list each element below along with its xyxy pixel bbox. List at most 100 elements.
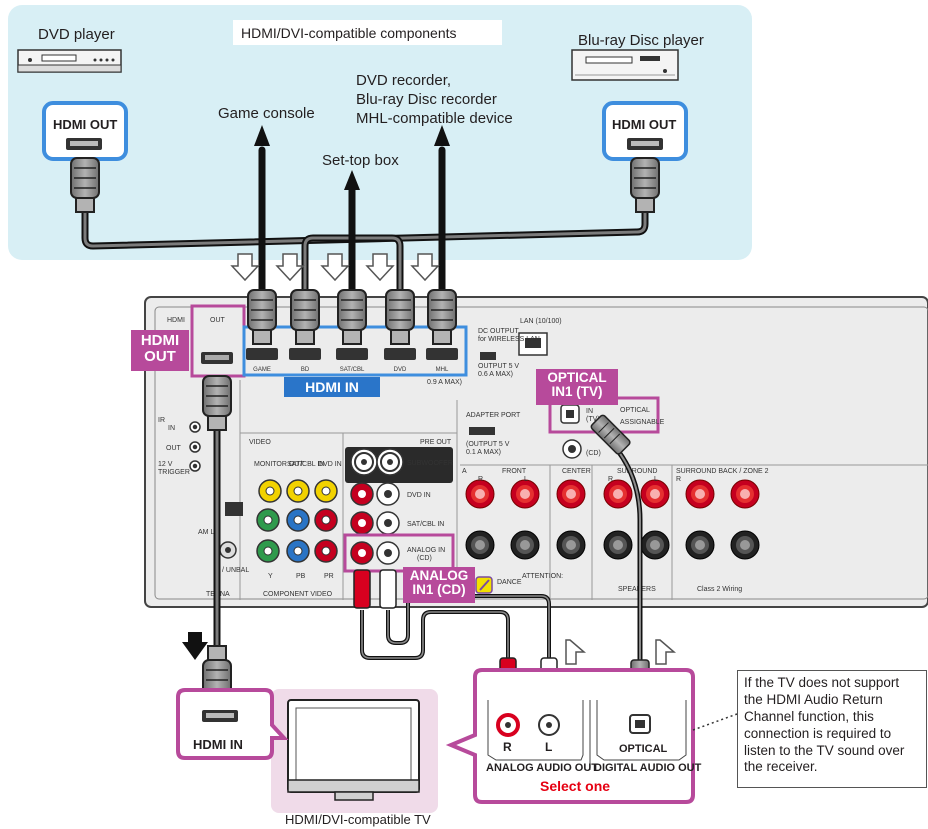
arc-note-callout: If the TV does not support the HDMI Audi… — [737, 670, 927, 788]
digital-audio-out-label: DIGITAL AUDIO OUT — [594, 762, 702, 774]
bluray-hdmi-out-port — [602, 101, 688, 161]
hdmi-in-port-dvd — [384, 348, 416, 360]
signal-arrowheads — [254, 125, 450, 190]
component-video-jacks — [256, 508, 338, 563]
panel-label-speakers: SPEAKERS — [618, 586, 656, 593]
panel-label-monitor-out: MONITOR OUT — [254, 461, 304, 468]
adapter-port — [469, 427, 495, 435]
panel-label-out-mark: OUT — [166, 445, 182, 452]
hdmi-in-port-game — [246, 348, 278, 360]
panel-label-am-loop: AM L P — [198, 529, 221, 536]
audio-in-jacks — [350, 482, 400, 535]
tv-audio-output-box — [445, 668, 695, 804]
panel-label-surround-back: SURROUND BACK / ZONE 2 — [676, 468, 769, 475]
source-components-panel — [8, 5, 752, 260]
bluray-player-label: Blu-ray Disc player — [578, 32, 704, 49]
dvd-player-label: DVD player — [38, 26, 115, 43]
panel-label-output-5v-2: 0.6 A MAX) — [478, 371, 513, 378]
panel-label-satcbl-in: SAT/CBL IN — [287, 461, 324, 468]
panel-label-front: FRONT — [502, 468, 527, 475]
hdmi-plug-dvd — [385, 289, 415, 345]
panel-label-adapter-port: ADAPTER PORT — [466, 412, 521, 419]
hdmi-plug-sat-cbl — [337, 289, 367, 345]
panel-label-ir: IR — [158, 417, 165, 424]
panel-label-out: OUT — [210, 317, 226, 324]
rca-plugs-receiver — [353, 569, 397, 609]
dc-output-port — [480, 352, 496, 360]
hdmi-in-badge: HDMI IN — [284, 377, 380, 397]
panel-label-center: CENTER — [562, 468, 591, 475]
panel-label-hdmi: HDMI — [167, 317, 185, 324]
panel-label-subwoofer: SUBWOOFER — [407, 460, 453, 467]
panel-label-trigger-2: TRIGGER — [158, 469, 190, 476]
panel-label-assignable: ASSIGNABLE — [620, 419, 665, 426]
panel-label-satcbl-in-r: SAT/CBL IN — [407, 521, 444, 528]
analog-r-label: R — [503, 740, 512, 754]
hdmi-plug-bd — [290, 289, 320, 345]
tv-hdmi-in-port — [176, 688, 289, 760]
panel-label-l: L — [654, 476, 658, 483]
panel-label-cd: (CD) — [417, 555, 432, 562]
panel-label-video: VIDEO — [249, 439, 271, 446]
panel-label-dvd-in: DVD IN — [318, 461, 342, 468]
bluray-player-device — [571, 49, 679, 81]
analog-audio-out-label: ANALOG AUDIO OUT — [486, 762, 599, 774]
panel-label-pr: PR — [324, 573, 334, 580]
panel-label-a: A — [462, 468, 467, 475]
analog-in1-highlight — [343, 533, 455, 573]
recorder-label-line3: MHL-compatible device — [356, 110, 513, 127]
panel-label-in-tv: IN — [586, 408, 593, 415]
panel-label-component-video: COMPONENT VIDEO — [263, 591, 333, 598]
panel-title-box — [233, 20, 502, 45]
panel-label-unbal: / UNBAL — [222, 567, 249, 574]
composite-video-jacks — [258, 479, 338, 503]
signal-up-arrows — [565, 639, 677, 665]
note-icon — [475, 576, 493, 594]
panel-label-optical: OPTICAL — [620, 407, 650, 414]
panel-label-tv: (TV) — [586, 416, 600, 423]
panel-label-pb: PB — [296, 573, 306, 580]
panel-label-dvd-in-r: DVD IN — [407, 492, 431, 499]
hdmi-plug-mhl — [427, 289, 457, 345]
panel-label-analog-in: ANALOG IN — [407, 547, 445, 554]
settop-box-label: Set-top box — [322, 152, 399, 169]
panel-label-pre-out: PRE OUT — [420, 439, 452, 446]
tv-hdmi-arrow — [182, 632, 208, 660]
panel-label-in-cd: (CD) — [586, 450, 601, 457]
callout-leader — [692, 713, 738, 731]
panel-label-r: R — [608, 476, 613, 483]
dvd-player-device — [17, 49, 122, 73]
hdmi-in-port-label: MHL — [436, 367, 449, 373]
panel-label-adapter-out-2: 0.1 A MAX) — [466, 449, 501, 456]
analog-l-label: L — [545, 740, 553, 754]
optical-dvd-port — [225, 502, 243, 516]
dvd-hdmi-out-port — [42, 101, 128, 161]
panel-label-y: Y — [268, 573, 273, 580]
panel-label-r: R — [676, 476, 681, 483]
panel-label-dance: DANCE — [497, 579, 522, 586]
hdmi-plug-game — [247, 289, 277, 345]
panel-label-r: R — [478, 476, 483, 483]
optical-plug-receiver — [590, 414, 631, 455]
panel-label-in-mark: IN — [168, 425, 175, 432]
panel-label-trigger-1: 12 V — [158, 461, 173, 468]
ir-trigger-jacks — [189, 421, 201, 472]
analog-audio-cable — [360, 594, 551, 670]
dvd-hdmi-out-label: HDMI OUT — [53, 117, 118, 132]
hdmi-cables — [81, 146, 649, 294]
hdmi-compatible-tv — [287, 699, 420, 801]
recorder-label-line2: Blu-ray Disc recorder — [356, 91, 497, 108]
panel-label-surround: SURROUND — [617, 468, 657, 475]
panel-dividers — [239, 380, 928, 600]
hdmi-in-port-label: GAME — [253, 367, 271, 373]
bluray-hdmi-out-label: HDMI OUT — [612, 117, 677, 132]
panel-label-dc-output-2: for WIRELESS LAN — [478, 336, 540, 343]
hdmi-in-port-label: BD — [301, 367, 310, 373]
panel-label-attention: ATTENTION: — [522, 573, 563, 580]
